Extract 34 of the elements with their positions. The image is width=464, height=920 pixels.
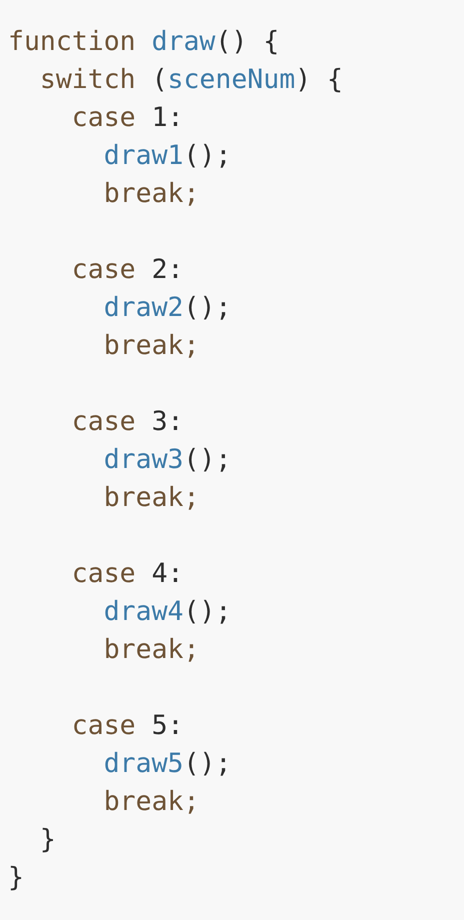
- punctuation: }: [8, 861, 24, 895]
- keyword: case: [72, 405, 136, 439]
- keyword: break;: [104, 177, 200, 211]
- punctuation: ();: [183, 595, 232, 629]
- identifier: draw1: [104, 139, 184, 173]
- punctuation: 3:: [152, 405, 184, 439]
- punctuation: }: [40, 823, 56, 857]
- identifier: sceneNum: [168, 63, 296, 97]
- identifier: draw: [152, 25, 216, 59]
- punctuation: ();: [183, 443, 232, 477]
- punctuation: 5:: [152, 709, 184, 743]
- punctuation: () {: [215, 25, 280, 59]
- keyword: case: [72, 557, 136, 591]
- punctuation: ();: [183, 291, 232, 325]
- keyword: break;: [104, 481, 200, 515]
- keyword: break;: [104, 785, 200, 819]
- punctuation: ) {: [295, 63, 344, 97]
- punctuation: (: [152, 63, 168, 97]
- identifier: draw5: [104, 747, 184, 781]
- keyword: case: [72, 101, 136, 135]
- identifier: draw3: [104, 443, 184, 477]
- keyword: case: [72, 253, 136, 287]
- keyword: break;: [104, 633, 200, 667]
- identifier: draw2: [104, 291, 184, 325]
- punctuation: 2:: [152, 253, 184, 287]
- identifier: draw4: [104, 595, 184, 629]
- punctuation: ();: [183, 139, 232, 173]
- keyword: function: [8, 25, 136, 59]
- keyword: case: [72, 709, 136, 743]
- keyword: switch: [40, 63, 136, 97]
- punctuation: 4:: [152, 557, 184, 591]
- keyword: break;: [104, 329, 200, 363]
- punctuation: 1:: [152, 101, 184, 135]
- punctuation: ();: [183, 747, 232, 781]
